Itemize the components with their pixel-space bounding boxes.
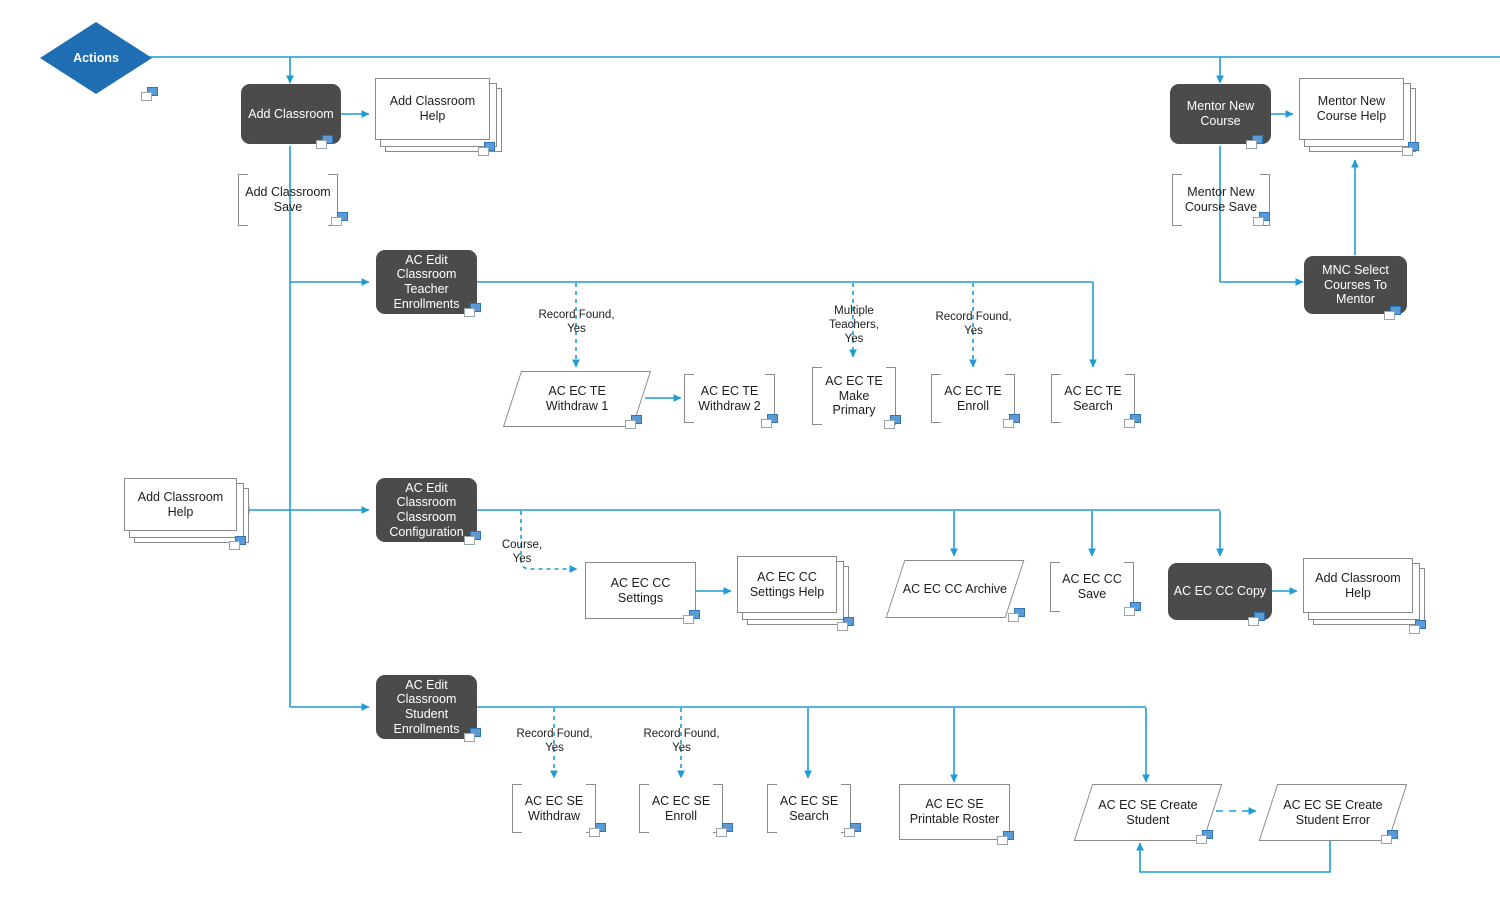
marker-icon-ac-edit-se xyxy=(464,728,481,742)
marker-icon-mnc-select xyxy=(1384,306,1401,320)
marker-icon-actions xyxy=(141,87,158,101)
node-label: AC EC CC Archive xyxy=(902,581,1008,596)
node-label: Add Classroom Help xyxy=(1303,558,1413,613)
node-ac-ec-se-withdraw[interactable]: AC EC SE Withdraw xyxy=(512,784,596,833)
node-ac-ec-te-enroll[interactable]: AC EC TE Enroll xyxy=(931,374,1015,423)
node-label: Add Classroom Help xyxy=(375,78,490,140)
node-ac-edit-classroom-teacher-enrollments[interactable]: AC Edit Classroom Teacher Enrollments xyxy=(376,250,477,314)
start-label: Actions xyxy=(73,51,119,65)
node-ac-ec-se-printable-roster[interactable]: AC EC SE Printable Roster xyxy=(899,784,1010,840)
marker-icon-mentor-new-course xyxy=(1246,135,1263,149)
marker-icon-se-search xyxy=(844,823,861,837)
node-label: AC EC TE Withdraw 2 xyxy=(698,383,761,413)
node-ac-ec-se-enroll[interactable]: AC EC SE Enroll xyxy=(639,784,723,833)
marker-icon-add-classroom-help-left xyxy=(229,536,246,550)
marker-icon-se-create-student xyxy=(1196,830,1213,844)
node-label: AC EC TE Search xyxy=(1064,383,1122,413)
node-ac-ec-te-search[interactable]: AC EC TE Search xyxy=(1051,374,1135,423)
node-label: AC EC SE Create Student xyxy=(1098,797,1198,827)
marker-icon-cc-settings xyxy=(683,610,700,624)
node-mentor-new-course-save[interactable]: Mentor New Course Save xyxy=(1172,174,1270,226)
node-mentor-new-course-help[interactable]: Mentor New Course Help xyxy=(1299,78,1424,158)
node-label: AC EC TE Enroll xyxy=(944,383,1002,413)
marker-icon-ac-edit-te xyxy=(464,303,481,317)
node-add-classroom-help-left[interactable]: Add Classroom Help xyxy=(124,478,259,560)
node-add-classroom-help-right[interactable]: Add Classroom Help xyxy=(1303,558,1438,638)
node-ac-ec-cc-copy[interactable]: AC EC CC Copy xyxy=(1168,563,1272,620)
node-mentor-new-course[interactable]: Mentor New Course xyxy=(1170,84,1271,144)
marker-icon-te-withdraw-1 xyxy=(625,415,642,429)
marker-icon-ac-edit-cc xyxy=(464,531,481,545)
node-ac-ec-cc-settings[interactable]: AC EC CC Settings xyxy=(585,562,696,619)
label-te-record-found-1: Record Found, Yes xyxy=(538,309,615,336)
marker-icon-te-make-primary xyxy=(884,415,901,429)
node-add-classroom[interactable]: Add Classroom xyxy=(241,84,341,144)
marker-icon-mentor-new-course-help xyxy=(1402,142,1419,156)
node-add-classroom-help-top[interactable]: Add Classroom Help xyxy=(375,78,502,158)
node-label: AC EC SE Withdraw xyxy=(524,793,584,823)
marker-icon-add-classroom-save xyxy=(331,212,348,226)
node-label: AC EC CC Settings Help xyxy=(737,556,837,613)
node-label: AC EC SE Search xyxy=(779,793,839,823)
node-mnc-select-courses-to-mentor[interactable]: MNC Select Courses To Mentor xyxy=(1304,256,1407,314)
node-ac-ec-te-withdraw-2[interactable]: AC EC TE Withdraw 2 xyxy=(684,374,775,423)
node-ac-ec-se-search[interactable]: AC EC SE Search xyxy=(767,784,851,833)
start-node-actions[interactable]: Actions xyxy=(40,22,152,94)
node-label: AC EC CC Save xyxy=(1062,572,1122,601)
marker-icon-cc-copy xyxy=(1248,612,1265,626)
marker-icon-se-enroll xyxy=(716,823,733,837)
marker-icon-add-classroom xyxy=(316,135,333,149)
marker-icon-add-classroom-help-right xyxy=(1409,620,1426,634)
node-ac-ec-cc-archive[interactable]: AC EC CC Archive xyxy=(885,560,1025,618)
node-ac-edit-classroom-student-enrollments[interactable]: AC Edit Classroom Student Enrollments xyxy=(376,675,477,739)
label-se-record-found-2: Record Found, Yes xyxy=(643,728,720,755)
node-label: Mentor New Course Help xyxy=(1299,78,1404,140)
node-ac-ec-cc-settings-help[interactable]: AC EC CC Settings Help xyxy=(737,556,859,634)
node-ac-edit-classroom-classroom-configuration[interactable]: AC Edit Classroom Classroom Configuratio… xyxy=(376,478,477,542)
node-label: AC EC SE Create Student Error xyxy=(1283,797,1383,827)
marker-icon-se-withdraw xyxy=(589,823,606,837)
marker-icon-se-create-student-error xyxy=(1381,830,1398,844)
label-te-multiple-teachers: Multiple Teachers, Yes xyxy=(829,305,879,346)
marker-icon-cc-archive xyxy=(1008,608,1025,622)
label-cc-course-yes: Course, Yes xyxy=(501,539,543,566)
node-ac-ec-te-make-primary[interactable]: AC EC TE Make Primary xyxy=(812,367,896,425)
marker-icon-add-classroom-help-top xyxy=(478,142,495,156)
marker-icon-cc-settings-help xyxy=(837,617,854,631)
marker-icon-cc-save xyxy=(1124,602,1141,616)
marker-icon-se-printable-roster xyxy=(997,831,1014,845)
node-label: AC EC SE Enroll xyxy=(651,793,711,823)
marker-icon-te-search xyxy=(1124,414,1141,428)
label-se-record-found-1: Record Found, Yes xyxy=(516,728,593,755)
marker-icon-mentor-new-course-save xyxy=(1253,212,1270,226)
node-label: Add Classroom Help xyxy=(124,478,237,531)
node-add-classroom-save[interactable]: Add Classroom Save xyxy=(238,174,338,226)
node-label: Add Classroom Save xyxy=(245,185,331,214)
node-label: AC EC TE Make Primary xyxy=(825,373,883,418)
marker-icon-te-withdraw-2 xyxy=(761,414,778,428)
node-label: Mentor New Course Save xyxy=(1184,185,1258,214)
marker-icon-te-enroll xyxy=(1003,414,1020,428)
label-te-record-found-2: Record Found, Yes xyxy=(935,311,1012,338)
node-ac-ec-cc-save[interactable]: AC EC CC Save xyxy=(1050,562,1134,612)
node-label: AC EC TE Withdraw 1 xyxy=(545,384,609,413)
